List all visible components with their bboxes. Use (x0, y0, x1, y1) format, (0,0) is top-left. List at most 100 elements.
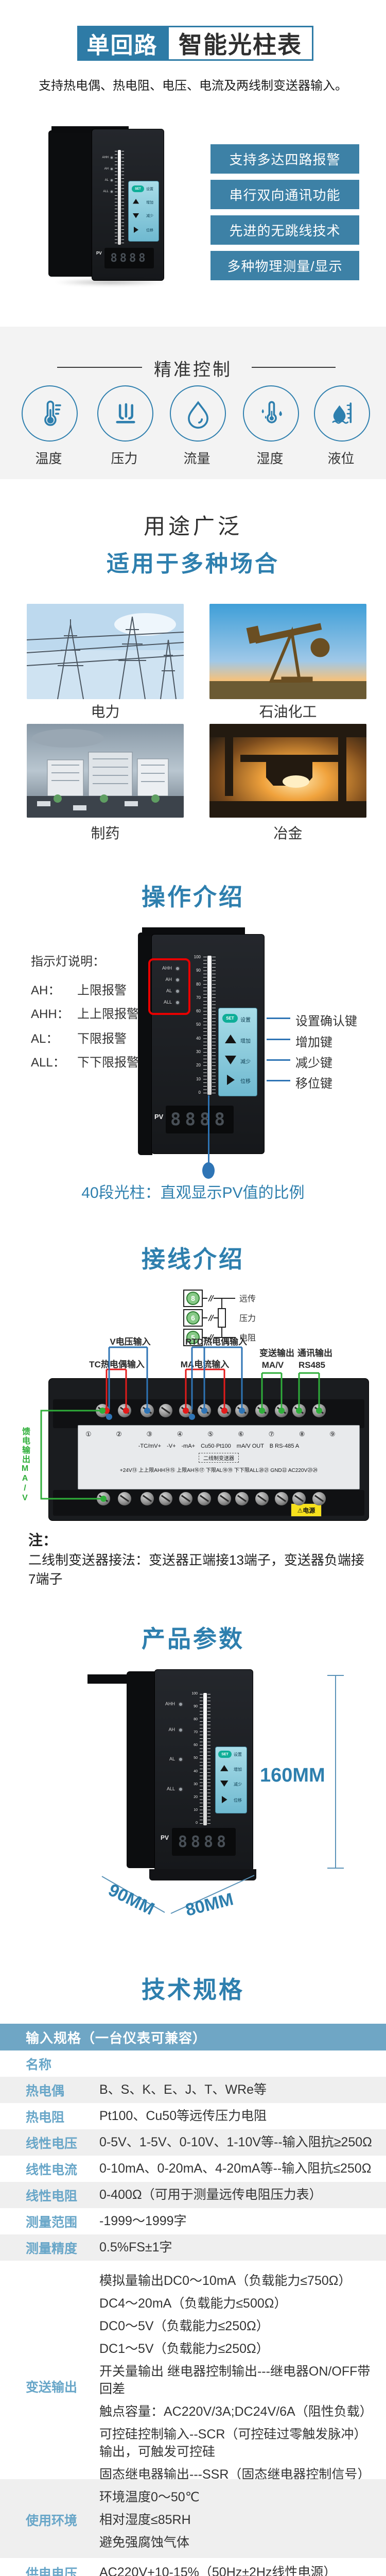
terminal-plate: ① ② ③ ④ ⑤ ⑥ ⑦ ⑧ ⑨ ⑩ ⑪ ⑫ -TC/mV+ -V+ -mA+… (78, 1425, 360, 1489)
specs-header-row: 输入规格（一台仪表可兼容） (0, 2024, 386, 2050)
led-label-ahh: AHH (162, 965, 172, 971)
annotation-line (267, 1018, 290, 1019)
rtd-input-label: RTD热电偶输入 (185, 1337, 247, 1347)
spec-row: 测量精度 0.5%FS±1字 (0, 2234, 386, 2261)
instrument-front: AHH AH AL ALL SET 设置 增加 减少 位移 PV 8888 (92, 129, 164, 281)
spec-line: DC0～5V（负载能力≤250Ω） (99, 2319, 269, 2333)
down-key-icon (220, 1781, 229, 1787)
led-label-all: ALL (163, 999, 172, 1005)
spec-label: 线性电流 (26, 2162, 78, 2177)
header-title-box: 智能光柱表 (167, 26, 313, 61)
scale-number: 50 (196, 1022, 201, 1027)
led-label-ahh: AHH (165, 1701, 175, 1706)
pressure-label: 压力 (111, 451, 138, 466)
legend-term-al: AL： (31, 1032, 59, 1046)
feature-label: 串行双向通讯功能 (229, 188, 341, 203)
usage-subtitle: 适用于多种场合 (107, 551, 279, 577)
power-photo-graphic (27, 604, 184, 699)
keypad-panel: SET 设置 增加 减少 位移 (128, 181, 159, 242)
header-badge-text: 单回路 (86, 33, 158, 58)
scale-number: 40 (196, 1036, 201, 1041)
level-label: 液位 (327, 451, 355, 466)
terminal-screw (275, 1492, 288, 1505)
mini-terminal-6: 6 (191, 1314, 195, 1322)
photo-pharma-label: 制药 (91, 825, 120, 841)
legend-desc-ahh: 上上限报警 (77, 1007, 139, 1021)
up-key-icon (225, 1035, 236, 1043)
tc-input-label: TC热电偶输入 (89, 1360, 145, 1369)
precision-title: 精准控制 (154, 360, 232, 380)
photo-petrochemical (209, 604, 366, 699)
scale-number: 20 (194, 1795, 198, 1799)
flow-icon (187, 400, 208, 429)
flow-icon-circle (170, 385, 226, 442)
humidity-icon (261, 401, 282, 423)
spec-label: 测量范围 (26, 2215, 78, 2230)
scale-number: 50 (194, 1756, 198, 1760)
spec-line: DC1～5V（负载能力≤250Ω） (99, 2342, 269, 2356)
up-key-icon (133, 199, 139, 204)
pv-display: 8888 (166, 1106, 234, 1133)
pv-label: PV (154, 1113, 164, 1121)
spec-row: 名称 (0, 2050, 386, 2077)
param-instrument-side (127, 1671, 155, 1868)
dimension-lines (101, 1675, 344, 1914)
led-dot (111, 179, 113, 181)
mini-label-remote: 远传 (239, 1294, 256, 1303)
transmit-output-type: MA/V (261, 1360, 284, 1370)
led-label-ah: AH (168, 1727, 175, 1732)
scale-number: 80 (194, 1718, 198, 1722)
spec-value: Pt100、Cu50等远传压力电阻 (99, 2109, 267, 2124)
spec-row: 热电偶 B、S、K、E、J、T、WRe等 (0, 2077, 386, 2103)
annotation-set: 设置确认键 (295, 1014, 357, 1028)
set-button: SET (222, 1014, 238, 1023)
feature-label: 多种物理测量/显示 (227, 259, 343, 274)
led-label-all: ALL (103, 190, 109, 193)
led-dot (111, 157, 113, 159)
spec-label: 变送输出 (26, 2380, 78, 2395)
legend-term-all: ALL： (31, 1056, 65, 1070)
legend-title: 指示灯说明： (31, 955, 105, 969)
led-dot (176, 990, 179, 993)
scale-ticks (121, 151, 124, 244)
scale-number: 100 (194, 955, 201, 959)
set-key-label: 设置 (234, 1752, 242, 1757)
shift-key-label: 位移 (146, 229, 153, 232)
spec-row: 线性电阻 0-400Ω（可用于测量远传电阻压力表） (0, 2182, 386, 2208)
annotation-up: 增加键 (295, 1036, 332, 1049)
annotation-line (267, 1059, 290, 1061)
operation-caption: 40段光柱：直观显示PV值的比例 (81, 1184, 305, 1201)
scale-number: 60 (194, 1743, 198, 1748)
light-column (203, 1693, 207, 1825)
spec-row: 测量范围 -1999～1999字 (0, 2208, 386, 2234)
scale-number: 80 (196, 981, 201, 987)
led-dot (179, 1728, 182, 1732)
spec-value: -1999～1999字 (99, 2214, 187, 2229)
specs-title: 技术规格 (142, 1976, 244, 2003)
power-warn-text: ⚠电源 (297, 1506, 315, 1514)
spec-line: 环境温度0～50℃ (99, 2490, 200, 2504)
led-dot (179, 1788, 182, 1791)
header-badge: 单回路 (77, 26, 167, 61)
shift-key-label: 位移 (240, 1079, 251, 1084)
scale-number: 70 (194, 1731, 198, 1735)
down-key-label: 减少 (146, 214, 153, 218)
set-button: SET (218, 1751, 232, 1758)
spec-label: 名称 (26, 2057, 52, 2072)
hero-product-image: AHH AH AL ALL SET 设置 增加 减少 位移 PV 8888 (48, 126, 167, 286)
set-key-label: 设置 (240, 1018, 251, 1023)
page-title: 智能光柱表 (179, 31, 302, 58)
legend-desc-all: 下下限报警 (77, 1056, 139, 1070)
up-key-label: 增加 (240, 1039, 251, 1044)
spec-value: AC220V+10-15%（50Hz±2Hz线性电源） (99, 2565, 337, 2576)
spec-line: 相对湿度≤85RH (99, 2513, 191, 2527)
spec-value: 0-5V、1-5V、0-10V、1-10V等--输入阻抗≥250Ω (99, 2135, 372, 2150)
comm-output-label: 通讯输出 (297, 1348, 332, 1358)
led-label-al: AL (166, 988, 172, 993)
spec-label: 热电阻 (26, 2110, 65, 2125)
spec-line: 避免强腐蚀气体 (99, 2535, 190, 2550)
op-instrument-top (142, 927, 245, 936)
spec-line: 模拟量输出DC0～10mA（负载能力≤750Ω） (99, 2274, 352, 2288)
